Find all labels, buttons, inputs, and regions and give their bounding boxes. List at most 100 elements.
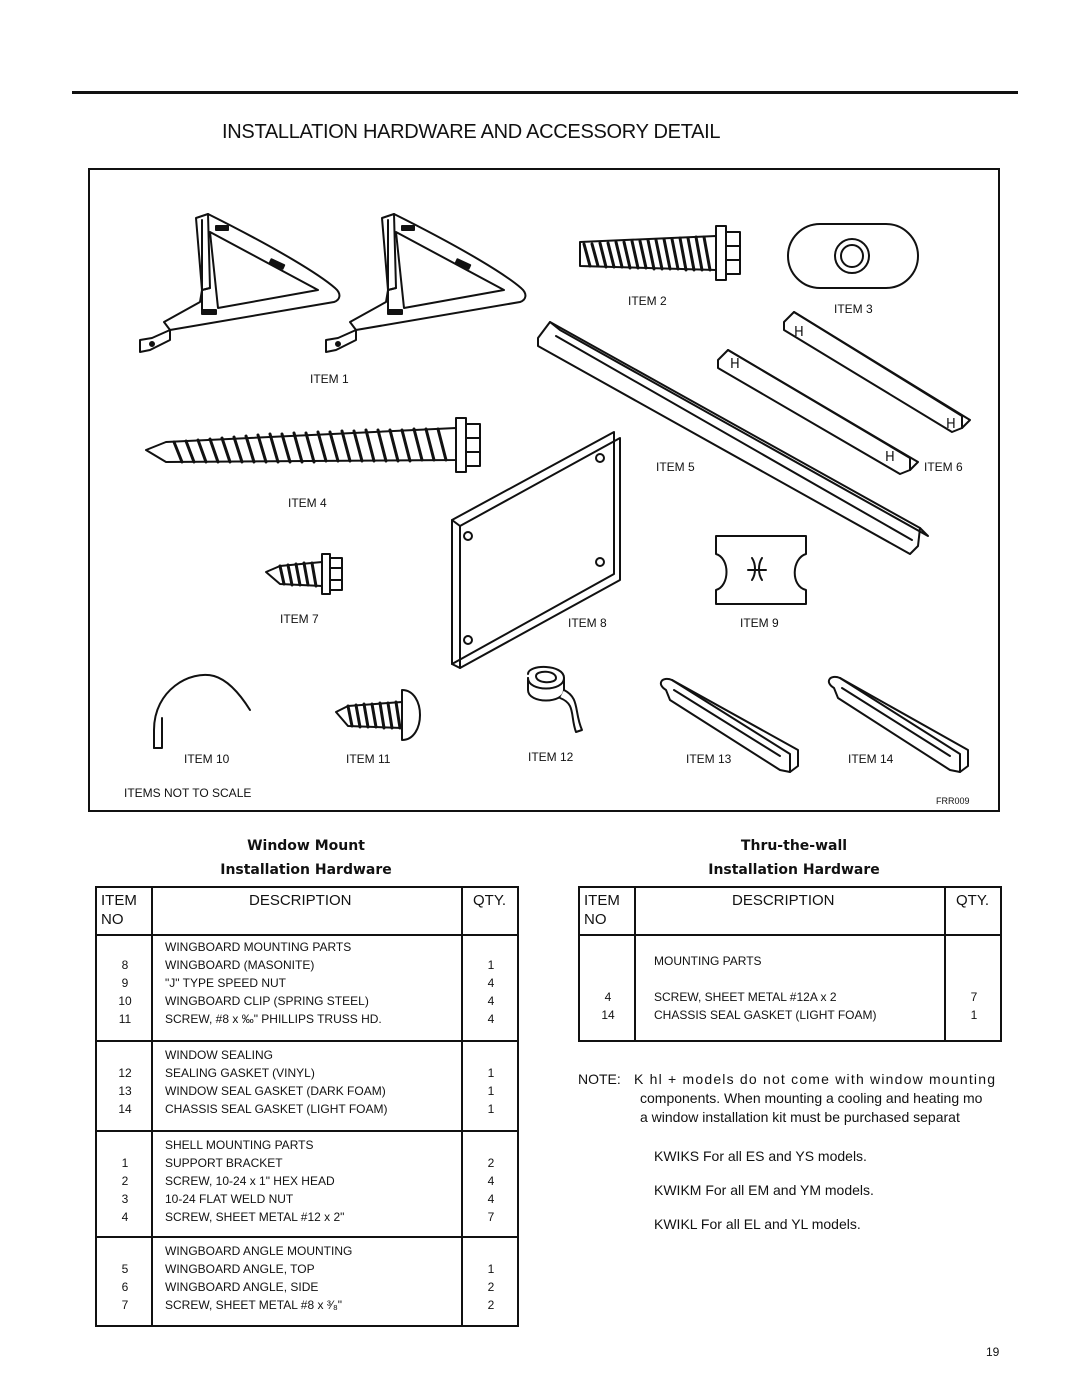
wall-hardware-table: ITEM NO DESCRIPTION QTY. MOUNTING PARTS …	[578, 886, 1002, 1042]
weld-nut-icon	[787, 223, 919, 289]
table-row-qty: 7	[487, 1210, 495, 1224]
figure-code: FRR009	[936, 796, 970, 806]
table-row-qty: 1	[487, 1262, 495, 1276]
group-heading: MOUNTING PARTS	[654, 954, 762, 968]
table-row-desc: CHASSIS SEAL GASKET (LIGHT FOAM)	[654, 1008, 877, 1022]
table-row-qty: 1	[487, 1066, 495, 1080]
table-row-qty: 2	[487, 1298, 495, 1312]
wingboard-angle-side-icon: H H	[783, 311, 971, 433]
table-row-no: 8	[121, 958, 129, 972]
page-title: INSTALLATION HARDWARE AND ACCESSORY DETA…	[222, 121, 721, 143]
item-13-label: ITEM 13	[686, 752, 732, 766]
kit-kwikl: KWIKL For all EL and YL models.	[654, 1216, 861, 1232]
table-row-desc: SUPPORT BRACKET	[165, 1156, 283, 1170]
window-seal-gasket-icon	[659, 678, 799, 773]
table-row-desc: SCREW, 10-24 x 1" HEX HEAD	[165, 1174, 335, 1188]
description-header: DESCRIPTION	[249, 892, 352, 909]
table-row-desc: CHASSIS SEAL GASKET (LIGHT FOAM)	[165, 1102, 388, 1116]
table-row-qty: 4	[487, 1192, 495, 1206]
window-table-subtitle: Installation Hardware	[220, 862, 392, 878]
support-bracket-icon	[325, 213, 527, 353]
table-row-desc: 10-24 FLAT WELD NUT	[165, 1192, 294, 1206]
item-2-label: ITEM 2	[628, 294, 667, 308]
item-3-label: ITEM 3	[834, 302, 873, 316]
group-heading: WINGBOARD MOUNTING PARTS	[165, 940, 352, 954]
table-row-no: 13	[118, 1084, 132, 1098]
qty-header: QTY.	[473, 892, 507, 909]
note-line-3: a window installation kit must be purcha…	[640, 1109, 960, 1125]
note-prefix: NOTE:	[578, 1071, 621, 1087]
item-no-header: NO	[101, 911, 124, 928]
item-11-label: ITEM 11	[346, 752, 391, 766]
svg-text:H: H	[794, 325, 804, 340]
table-row-desc: WINGBOARD ANGLE, TOP	[165, 1262, 315, 1276]
item-header: ITEM	[584, 892, 620, 909]
item-4-label: ITEM 4	[288, 496, 327, 510]
table-row-qty: 4	[487, 994, 495, 1008]
table-row-desc: SCREW, #8 x ‰" PHILLIPS TRUSS HD.	[165, 1012, 382, 1026]
table-row-qty: 1	[487, 958, 495, 972]
hex-screw-icon	[579, 225, 741, 281]
wall-table-subtitle: Installation Hardware	[708, 862, 880, 878]
table-row-no: 3	[121, 1192, 129, 1206]
item-8-label: ITEM 8	[568, 616, 607, 630]
item-14-label: ITEM 14	[848, 752, 894, 766]
page-number: 19	[986, 1345, 1000, 1359]
wingboard-icon	[451, 431, 621, 669]
item-1-label: ITEM 1	[310, 372, 349, 386]
truss-screw-icon	[335, 689, 421, 741]
wingboard-angle-top-icon	[537, 321, 929, 555]
table-row-desc: WINGBOARD (MASONITE)	[165, 958, 315, 972]
table-row-no: 14	[601, 1008, 615, 1022]
kit-kwikm: KWIKM For all EM and YM models.	[654, 1182, 874, 1198]
note-line-2: components. When mounting a cooling and …	[640, 1090, 983, 1106]
group-heading: WINDOW SEALING	[165, 1048, 274, 1062]
item-header: ITEM	[101, 892, 137, 909]
top-rule	[72, 91, 1018, 94]
table-row-no: 4	[121, 1210, 129, 1224]
table-row-qty: 1	[487, 1102, 495, 1116]
qty-header: QTY.	[956, 892, 990, 909]
support-bracket-icon	[139, 213, 341, 353]
sheet-metal-screw-icon	[145, 417, 481, 473]
item-7-label: ITEM 7	[280, 612, 319, 626]
window-hardware-table: ITEM NO DESCRIPTION QTY. WINGBOARD MOUNT…	[95, 886, 519, 1327]
description-header: DESCRIPTION	[732, 892, 835, 909]
group-heading: WINGBOARD ANGLE MOUNTING	[165, 1244, 353, 1258]
table-row-desc: SCREW, SHEET METAL #12A x 2	[654, 990, 837, 1004]
window-table-title: Window Mount	[247, 838, 365, 854]
table-row-qty: 7	[970, 990, 978, 1004]
table-row-desc: SCREW, SHEET METAL #12 x 2"	[165, 1210, 345, 1224]
table-row-qty: 2	[487, 1156, 495, 1170]
small-hex-screw-icon	[265, 553, 343, 595]
table-row-qty: 4	[487, 976, 495, 990]
svg-text:H: H	[946, 417, 956, 432]
table-row-desc: WINGBOARD CLIP (SPRING STEEL)	[165, 994, 369, 1008]
note-line-1: K hl + models do not come with window mo…	[634, 1071, 997, 1087]
hardware-illustration: H H H H	[139, 213, 971, 773]
wingboard-clip-icon	[153, 674, 251, 749]
table-row-desc: WINDOW SEAL GASKET (DARK FOAM)	[165, 1084, 386, 1098]
item-9-label: ITEM 9	[740, 616, 779, 630]
speed-nut-icon	[715, 535, 807, 605]
table-row-qty: 2	[487, 1280, 495, 1294]
table-row-no: 6	[121, 1280, 129, 1294]
table-row-no: 10	[118, 994, 132, 1008]
table-row-no: 5	[121, 1262, 129, 1276]
table-row-no: 7	[121, 1298, 129, 1312]
table-row-desc: SEALING GASKET (VINYL)	[165, 1066, 315, 1080]
table-row-no: 4	[604, 990, 612, 1004]
sealing-gasket-icon	[527, 666, 583, 733]
svg-text:H: H	[730, 357, 740, 372]
wingboard-angle-side-icon: H H	[717, 349, 919, 475]
group-heading: SHELL MOUNTING PARTS	[165, 1138, 314, 1152]
chassis-seal-gasket-icon	[827, 676, 969, 773]
kit-kwiks: KWIKS For all ES and YS models.	[654, 1148, 867, 1164]
svg-text:H: H	[885, 450, 895, 465]
table-row-no: 14	[118, 1102, 132, 1116]
hardware-figure: H H H H	[88, 168, 1000, 812]
table-row-no: 9	[121, 976, 129, 990]
wall-table-title: Thru-the-wall	[740, 838, 848, 854]
table-row-qty: 1	[487, 1084, 495, 1098]
table-row-desc: WINGBOARD ANGLE, SIDE	[165, 1280, 319, 1294]
